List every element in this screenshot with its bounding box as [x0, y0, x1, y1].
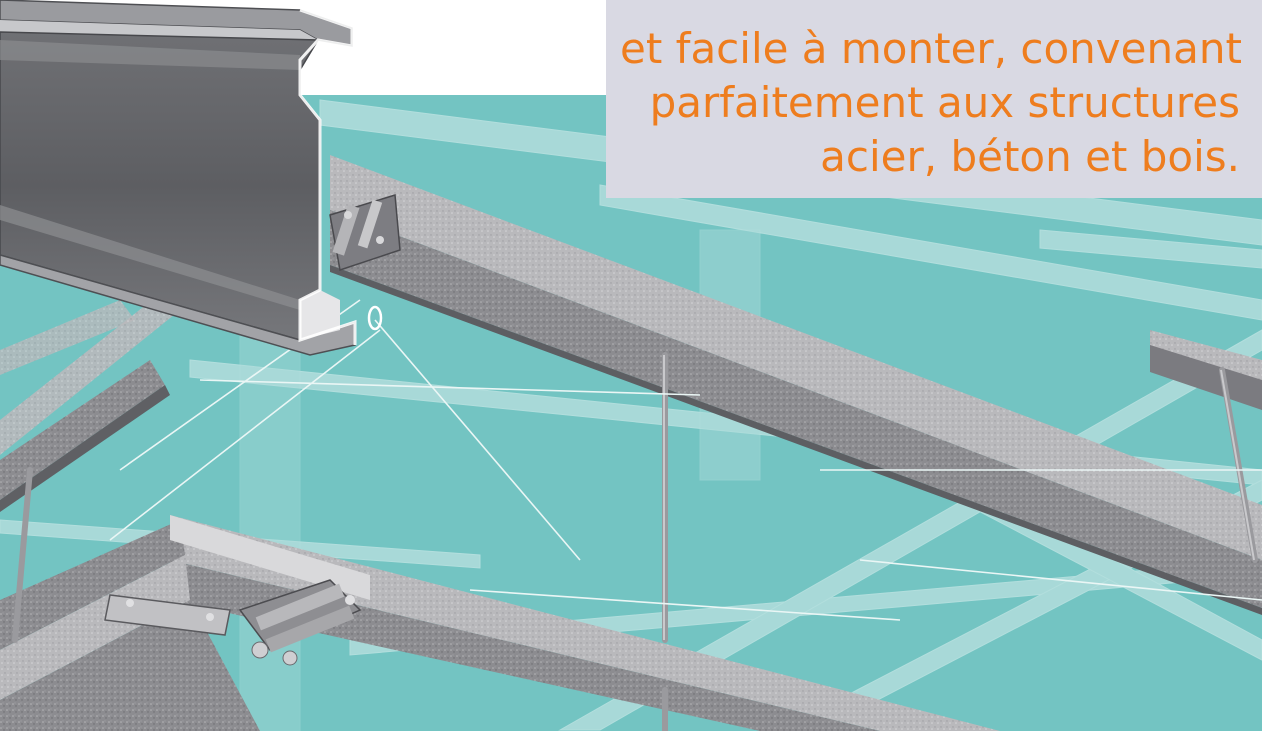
caption-line-1: et facile à monter, convenant: [620, 24, 1242, 73]
main-beam: [330, 155, 1262, 615]
lower-connector: [104, 579, 362, 666]
caption-panel: et facile à monter, convenant parfaiteme…: [606, 0, 1262, 198]
c-profile-purlin: [0, 0, 357, 356]
left-beam: [0, 300, 170, 512]
caption-line-2: parfaitement aux structures: [649, 78, 1240, 127]
caption-line-3: acier, béton et bois.: [820, 132, 1240, 181]
caption-text: et facile à monter, convenant parfaiteme…: [620, 22, 1242, 184]
wire-eye: [367, 305, 383, 331]
upper-connector: [329, 194, 401, 271]
far-beams: [0, 270, 1262, 455]
